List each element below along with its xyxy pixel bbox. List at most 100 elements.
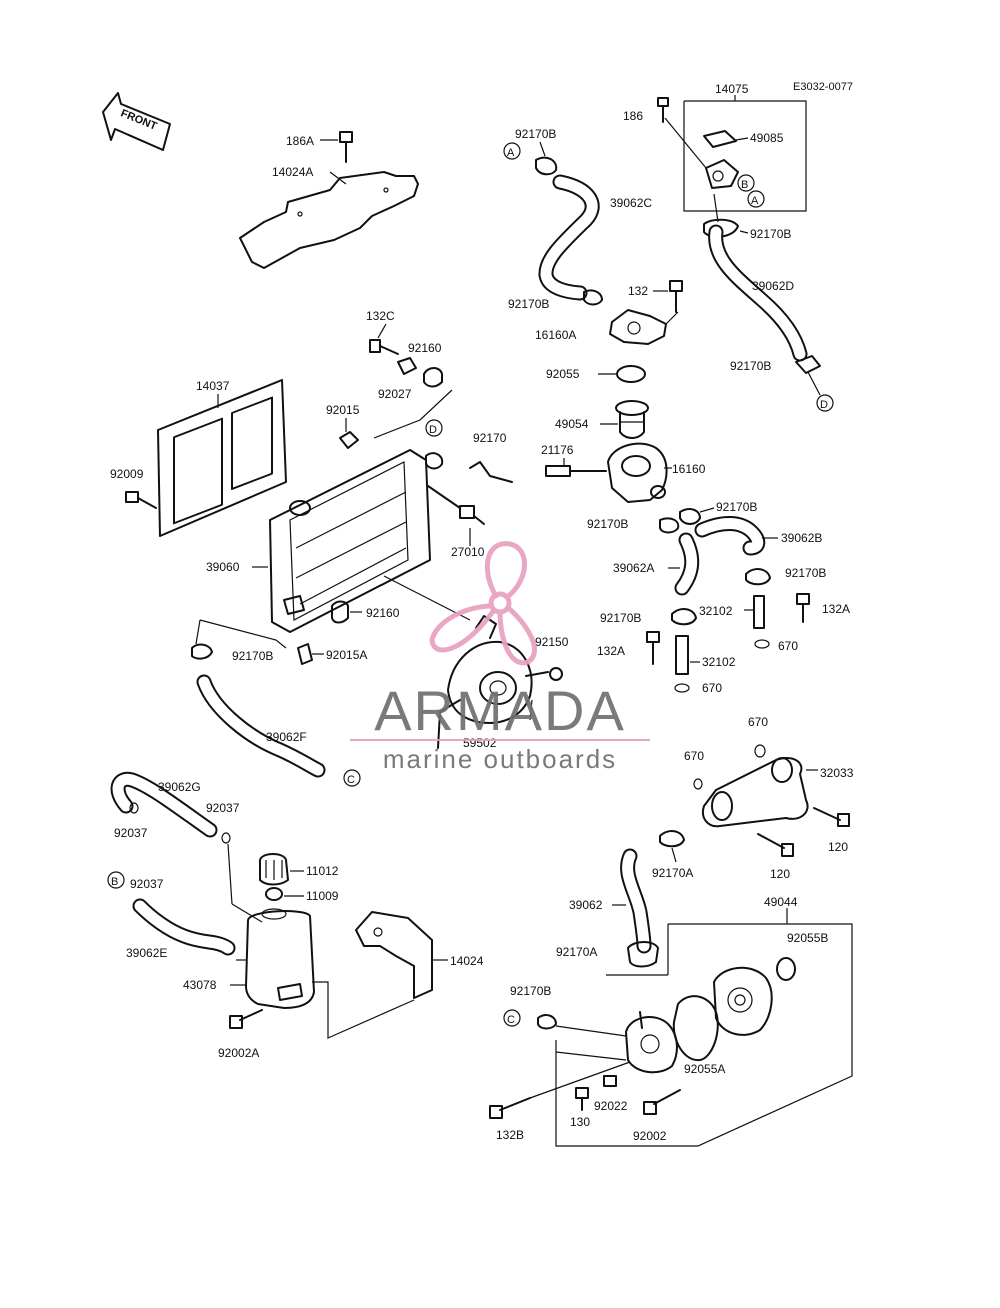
label-92037-a: 92037 (206, 801, 240, 815)
label-132A-b: 132A (597, 644, 625, 658)
svg-text:C: C (347, 774, 355, 786)
clamp-92170B-right-icon (795, 355, 821, 374)
watermark-brand: ARMADA (374, 679, 626, 742)
ref-circle-D-radiator: D (425, 419, 443, 437)
label-92055A: 92055A (684, 1062, 725, 1076)
label-49085: 49085 (750, 131, 784, 145)
water-pump-body (625, 1011, 678, 1074)
svg-text:D: D (820, 399, 828, 411)
label-92002A: 92002A (218, 1046, 259, 1060)
label-92055B: 92055B (787, 931, 828, 945)
label-670-b: 670 (702, 681, 722, 695)
label-39062B: 39062B (781, 531, 822, 545)
bolt-186A-icon (339, 131, 353, 163)
label-92022: 92022 (594, 1099, 628, 1113)
pipe-32033 (702, 756, 818, 828)
label-670-a: 670 (778, 639, 798, 653)
clamp-92170B-d-icon (671, 608, 697, 626)
bolt-92002-icon (643, 1089, 681, 1115)
label-670-d: 670 (684, 749, 704, 763)
bolt-130-icon (575, 1087, 589, 1111)
label-11012: 11012 (306, 864, 339, 878)
label-14024A: 14024A (272, 165, 313, 179)
label-92160-a: 92160 (408, 341, 442, 355)
label-132: 132 (628, 284, 648, 298)
ref-circle-B-reservoir: B (107, 871, 125, 889)
label-49054: 49054 (555, 417, 589, 431)
ref-circle-C-pump: C (503, 1009, 521, 1027)
hose-39062E (132, 898, 236, 956)
label-92055: 92055 (546, 367, 580, 381)
bolt-132A-a-icon (796, 593, 810, 623)
svg-text:B: B (111, 876, 118, 888)
label-130: 130 (570, 1115, 590, 1129)
sensor-21176-icon (545, 458, 607, 477)
label-92170B-g: 92170B (785, 566, 826, 580)
label-43078: 43078 (183, 978, 217, 992)
label-132A-a: 132A (822, 602, 850, 616)
label-21176: 21176 (541, 443, 574, 457)
fitting-D-icon (425, 452, 444, 470)
hose-39062B (694, 516, 766, 556)
label-92170B-i: 92170B (510, 984, 551, 998)
bolt-120-a-icon (813, 807, 850, 827)
watermark-tagline: marine outboards (383, 744, 617, 774)
clamp-92170A-b-icon (627, 941, 659, 968)
label-92170B-j: 92170B (232, 649, 273, 663)
label-92170B-h: 92170B (600, 611, 641, 625)
bolt-186-icon (657, 97, 669, 123)
clamp-92170B-left-icon (191, 643, 213, 660)
label-92170: 92170 (473, 431, 507, 445)
label-92170B-a: 92170B (750, 227, 791, 241)
grommet-92015-icon (339, 431, 359, 449)
label-92015A: 92015A (326, 648, 367, 662)
bolt-132C-icon (369, 339, 399, 355)
bolt-92009-icon (125, 491, 157, 509)
label-186A: 186A (286, 134, 314, 148)
label-92170A-a: 92170A (652, 866, 693, 880)
impeller-cover-icon (713, 966, 773, 1036)
label-92150: 92150 (535, 635, 569, 649)
label-92170B-d: 92170B (508, 297, 549, 311)
o-ring-670-a-icon (754, 639, 770, 649)
label-92037-c: 92037 (130, 877, 164, 891)
o-ring-670-c-icon (754, 744, 766, 758)
propeller-logo-icon (429, 541, 537, 666)
bracket-92015A-icon (297, 643, 313, 665)
clamp-92170B-top-icon (535, 156, 558, 176)
svg-text:B: B (741, 179, 748, 191)
svg-text:A: A (751, 195, 759, 207)
label-39062F: 39062F (266, 730, 307, 744)
label-92170A-b: 92170A (556, 945, 597, 959)
label-14037: 14037 (196, 379, 230, 393)
label-39062: 39062 (569, 898, 603, 912)
bolt-132B-icon (489, 1097, 531, 1119)
bolt-132-icon (669, 280, 683, 313)
switch-27010-icon (427, 485, 485, 525)
o-ring-92055-icon (616, 365, 646, 383)
clamp-92170A-a-icon (659, 830, 685, 848)
label-132B: 132B (496, 1128, 524, 1142)
bolt-132A-b-icon (646, 631, 660, 665)
label-670-c: 670 (748, 715, 768, 729)
clamp-92170B-mid-icon (583, 289, 603, 306)
label-32033: 32033 (820, 766, 854, 780)
bracket-14024 (355, 911, 433, 999)
thermostat-housing-16160 (607, 442, 672, 503)
clamp-92170B-c-icon (745, 568, 771, 586)
label-27010: 27010 (451, 545, 485, 559)
hose-39062 (620, 848, 652, 954)
clip-92037-a-icon (221, 832, 231, 844)
cap-assembly-box (664, 95, 807, 238)
label-39062E: 39062E (126, 946, 167, 960)
label-120-b: 120 (770, 867, 790, 881)
label-39060: 39060 (206, 560, 240, 574)
bolt-120-b-icon (757, 833, 794, 857)
washer-92022-icon (603, 1075, 617, 1087)
label-32102-a: 32102 (699, 604, 733, 618)
clamp-92170B-e-icon (537, 1014, 557, 1030)
screen-14037 (157, 379, 287, 537)
armada-watermark: ARMADA marine outboards (350, 541, 650, 774)
label-16160: 16160 (672, 462, 706, 476)
